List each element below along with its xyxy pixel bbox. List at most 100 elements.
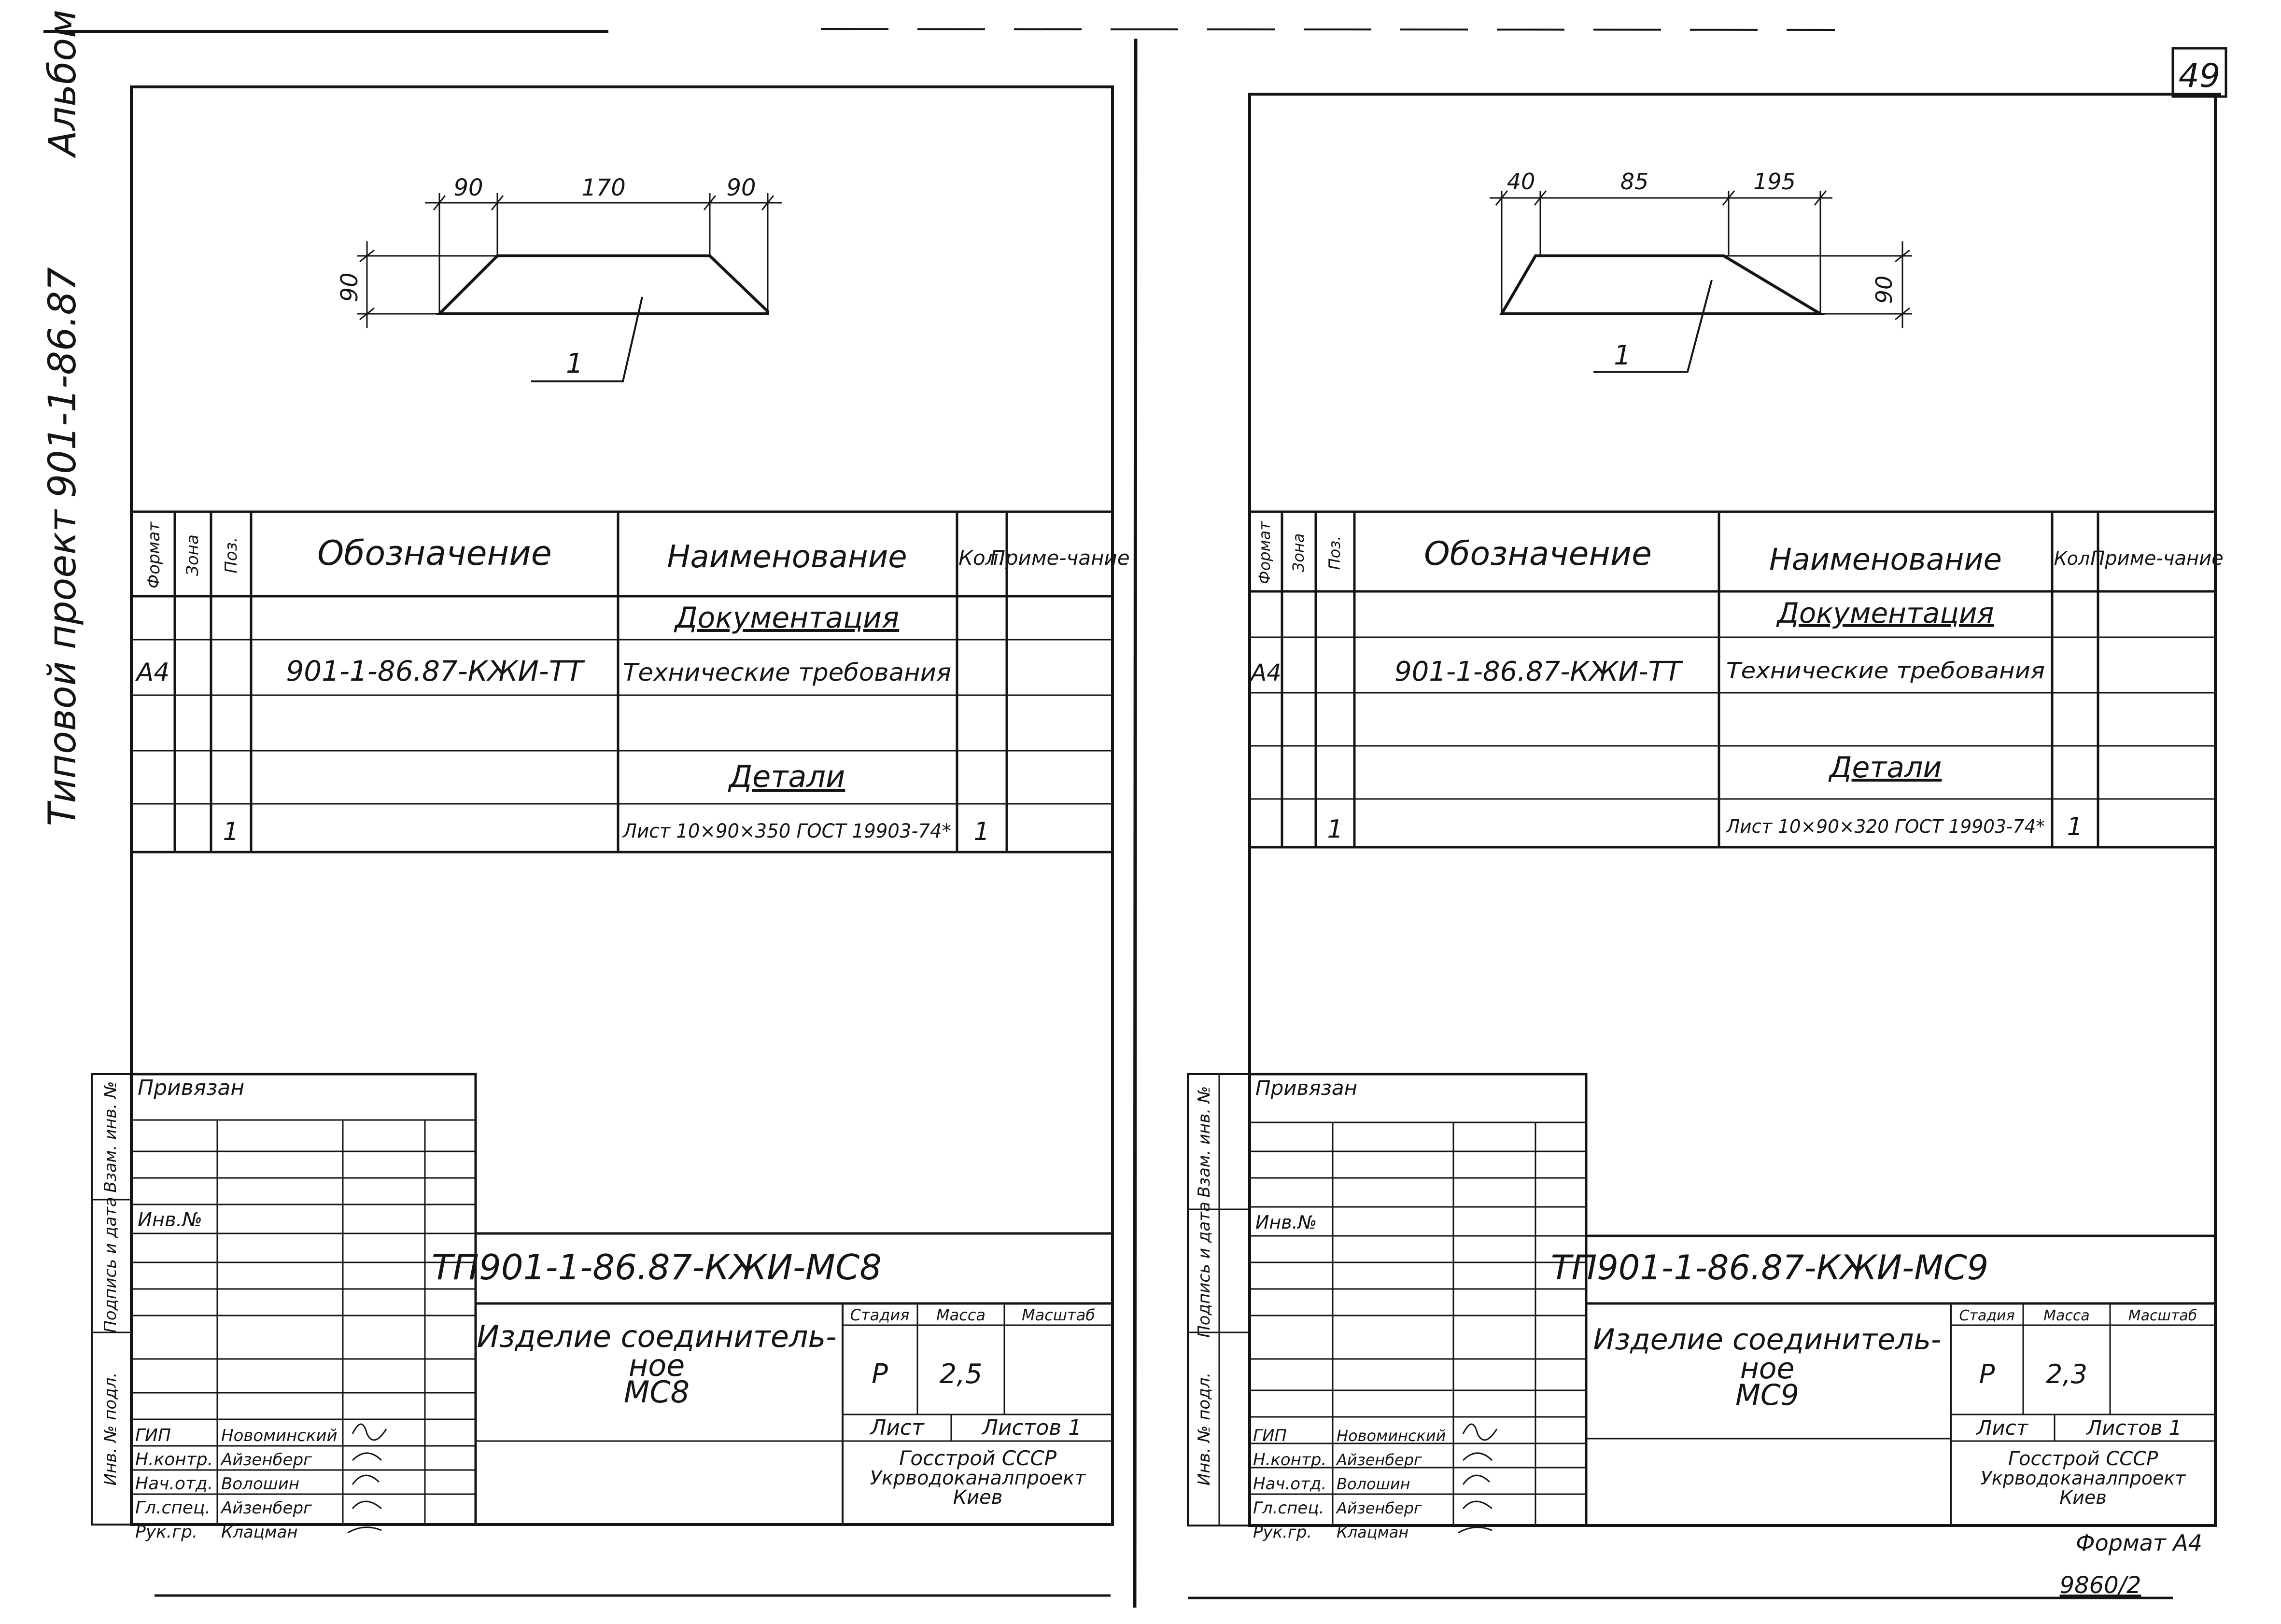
side-label: Взам. инв. № [1195,1086,1214,1198]
signature-role: Нач.отд. [135,1474,213,1494]
doc-name: Технические требования [623,658,951,686]
product-name-line2: ное [1740,1352,1795,1386]
dim-tick [1722,190,1735,206]
signature-name: Волошин [1337,1475,1410,1493]
sheet-frame [130,85,1114,1526]
product-name-line3: МС9 [1735,1378,1799,1412]
dim-tick [1495,190,1508,206]
part-drawing: 90 170 90 90 1 [336,174,782,382]
format-label: Формат А4 [2076,1530,2202,1556]
signature-name: Айзенберг [220,1498,312,1518]
plate-outline [436,254,769,315]
side-label: Взам. инв. № [101,1081,120,1193]
sheet-label: Лист [869,1415,925,1440]
signature-role: Нач.отд. [1253,1474,1326,1494]
signature-name: Клацман [221,1523,298,1542]
dim-tick [1895,249,1910,263]
header-pos: Поз. [1325,536,1344,570]
org-name-1: Госстрой СССР [899,1446,1057,1470]
side-label: Инв. № подл. [101,1372,120,1486]
header-designation: Обозначение [1424,535,1652,573]
signature-role: ГИП [1253,1426,1287,1445]
stage-label: Стадия [850,1306,910,1324]
stage-value: Р [1979,1359,1995,1389]
dim-tick [359,307,375,321]
scale-label: Масштаб [2128,1307,2197,1324]
header-zone: Зона [1289,533,1308,573]
sheets-count-label: Листов 1 [2086,1416,2182,1440]
doc-format: А4 [135,658,170,687]
signature-name: Новоминский [221,1426,338,1445]
org-name-2: Укрводоканалпроект [1981,1468,2187,1489]
position-callout: 1 [566,348,583,379]
scale-label: Масштаб [1022,1306,1095,1324]
side-label: Инв. № подл. [1195,1372,1214,1486]
plate-outline [1499,254,1826,315]
part-quantity: 1 [2067,812,2083,841]
center-divider [1133,38,1138,1608]
inventory-number: 9860/2 [2060,1572,2141,1599]
signature-name: Волошин [221,1474,299,1494]
title-block: Привязан Инв.№ ГИП Н.контр. Нач.отд. Гл.… [1250,1073,2215,1542]
mass-value: 2,5 [939,1358,982,1390]
header-qty: Кол. [958,546,1005,570]
leader-line [1593,280,1713,373]
signature-name: Айзенберг [1336,1499,1422,1517]
header-name: Наименование [1769,542,2002,577]
title-block-frame [131,1073,1112,1235]
signature-role: ГИП [135,1426,171,1445]
dim-tick [1534,190,1547,206]
specification-table: Формат Зона Поз. Обозначение Наименовани… [1249,510,2224,849]
product-name-line2: ное [629,1348,685,1383]
mass-label: Масса [2043,1307,2090,1324]
inv-no-label: Инв.№ [1255,1212,1317,1233]
product-name-line3: МС8 [624,1374,690,1410]
signature-role: Н.контр. [1253,1450,1326,1470]
height-dimension-value: 90 [336,272,363,302]
product-name-line1: Изделие соединитель- [1593,1323,1941,1357]
dimension-value: 90 [453,174,483,201]
part-position: 1 [223,817,239,846]
section-parts: Детали [728,759,845,794]
mass-label: Масса [936,1306,986,1324]
header-designation: Обозначение [317,533,552,573]
bound-label: Привязан [138,1076,244,1100]
section-parts: Детали [1828,751,1942,784]
position-callout: 1 [1614,340,1631,371]
dimension-value: 170 [581,174,626,201]
bound-label: Привязан [1255,1076,1357,1100]
stamp-side-strip: Взам. инв. № Подпись и дата Инв. № подл. [1187,1073,1251,1526]
signature-role: Гл.спец. [135,1498,211,1518]
dim-tick [1814,190,1827,206]
height-dimension-value: 90 [1871,276,1897,304]
signature-name: Айзенберг [1336,1451,1422,1469]
document-code: ТП901-1-86.87-КЖИ-МС9 [1551,1248,1988,1288]
part-name: Лист 10×90×320 ГОСТ 19903-74* [1725,816,2045,837]
dim-tick [433,195,446,210]
handwritten-signatures [347,1423,387,1534]
sheet-label: Лист [1976,1416,2029,1440]
inv-no-label: Инв.№ [138,1209,202,1231]
part-quantity: 1 [973,817,989,846]
signature-role: Н.контр. [135,1450,213,1470]
side-label: Подпись и дата [1195,1202,1214,1338]
header-note: Приме-чание [2090,547,2224,570]
stage-label: Стадия [1959,1307,2014,1324]
signature-role: Гл.спец. [1253,1498,1324,1518]
signature-role: Рук.гр. [1253,1523,1312,1542]
page-number-box [2171,47,2227,98]
leader-line [531,296,643,382]
header-format: Формат [1255,521,1274,584]
header-pos: Поз. [222,537,241,573]
org-name-3: Киев [953,1486,1003,1509]
header-format: Формат [144,521,164,588]
document-code: ТП901-1-86.87-КЖИ-МС8 [432,1247,882,1288]
handwritten-signatures [1458,1423,1498,1534]
side-label: Подпись и дата [101,1197,120,1333]
page-number: 49 [2179,57,2221,95]
dimension-value: 85 [1620,168,1649,195]
signature-name: Клацман [1337,1523,1408,1541]
signature-name: Новоминский [1337,1427,1446,1445]
part-position: 1 [1327,815,1343,844]
